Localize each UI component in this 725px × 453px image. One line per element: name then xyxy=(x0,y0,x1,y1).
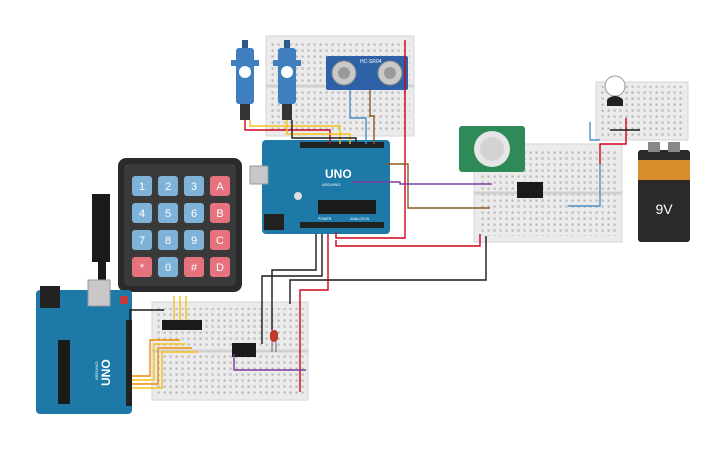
keypad-key[interactable] xyxy=(184,257,204,277)
wires xyxy=(129,40,640,392)
transistor[interactable] xyxy=(604,75,626,106)
keypad-key[interactable] xyxy=(158,257,178,277)
wire-servo2-signal xyxy=(286,120,351,144)
wire-right-ground xyxy=(289,236,487,304)
keypad-key[interactable] xyxy=(132,203,152,223)
wire-battery-blue xyxy=(589,122,600,141)
wire-key-4 xyxy=(132,351,198,389)
keypad-key[interactable] xyxy=(132,230,152,250)
wire-servo2-ground xyxy=(291,120,357,144)
wire-relay-blue xyxy=(568,164,601,207)
wire-pir-signal xyxy=(386,163,490,209)
relay-module-bottom[interactable] xyxy=(232,343,256,357)
keypad-key[interactable] xyxy=(184,176,204,196)
keypad-key-label: A xyxy=(216,181,224,193)
relay-module-right[interactable] xyxy=(517,182,543,198)
wire-bottom-purple xyxy=(233,354,306,371)
keypad-key-label: C xyxy=(216,235,224,247)
arduino-uno-bottom[interactable]: UNO ARDUINO xyxy=(36,279,132,414)
keypad[interactable]: 1 2 3 A 4 5 6 B 7 8 9 C * 0 # D xyxy=(92,158,242,292)
keypad-key[interactable] xyxy=(132,257,152,277)
servo-motor-2[interactable] xyxy=(273,40,301,120)
arduino-top-analog-label: ANALOG IN xyxy=(350,217,370,221)
arduino-top-label: UNO xyxy=(325,167,352,181)
keypad-key[interactable] xyxy=(184,230,204,250)
ic-chip-bottom[interactable] xyxy=(162,320,202,330)
servo-motor-1[interactable] xyxy=(231,40,259,120)
wire-key-3 xyxy=(132,347,192,385)
keypad-keys: 1 2 3 A 4 5 6 B 7 8 9 C * 0 # D xyxy=(132,176,230,277)
keypad-key[interactable] xyxy=(210,257,230,277)
ultrasonic-label: HC-SR04 xyxy=(360,59,382,65)
arduino-bottom-label: UNO xyxy=(99,359,113,386)
wire-pir-purple xyxy=(352,181,492,185)
keypad-key-label: 5 xyxy=(165,208,171,220)
keypad-key-label: # xyxy=(191,262,198,274)
wire-servo1-signal xyxy=(249,120,341,144)
keypad-key-label: B xyxy=(216,208,223,220)
wire-top-power xyxy=(335,40,406,239)
keypad-key-label: * xyxy=(140,262,145,274)
keypad-key[interactable] xyxy=(158,230,178,250)
wire-ultrasonic-trig xyxy=(349,90,367,144)
wire-led-ground xyxy=(271,234,317,330)
keypad-key-label: 7 xyxy=(139,235,145,247)
keypad-key-label: 2 xyxy=(165,181,171,193)
wire-right-power xyxy=(335,234,481,247)
keypad-key-label: 8 xyxy=(165,235,171,247)
arduino-top-sublabel: ARDUINO xyxy=(322,182,340,187)
keypad-key[interactable] xyxy=(158,203,178,223)
wire-bottom-red xyxy=(299,234,329,392)
keypad-key[interactable] xyxy=(210,203,230,223)
keypad-key-label: 1 xyxy=(139,181,145,193)
keypad-key[interactable] xyxy=(210,176,230,196)
arduino-top-power-label: POWER xyxy=(318,217,332,221)
arduino-uno-top[interactable]: UNO ARDUINO POWER ANALOG IN xyxy=(249,140,390,234)
keypad-key[interactable] xyxy=(210,230,230,250)
led-red[interactable] xyxy=(270,330,278,352)
wire-relay-ground xyxy=(261,234,323,344)
battery-9v[interactable]: 9V xyxy=(638,142,690,242)
keypad-key-label: 9 xyxy=(191,235,197,247)
wire-key-1 xyxy=(132,339,180,377)
battery-label: 9V xyxy=(655,201,673,217)
keypad-key[interactable] xyxy=(132,176,152,196)
arduino-bottom-sublabel: ARDUINO xyxy=(94,362,99,380)
wire-battery-red xyxy=(599,118,627,164)
wire-key-2 xyxy=(132,343,186,381)
wire-keypad-black xyxy=(129,309,164,340)
keypad-key-label: 4 xyxy=(139,208,145,220)
breadboard-bottom xyxy=(151,301,309,401)
pir-sensor[interactable] xyxy=(459,126,525,172)
keypad-key-label: 6 xyxy=(191,208,197,220)
keypad-key-label: D xyxy=(216,262,224,274)
keypad-key-label: 3 xyxy=(191,181,197,193)
keypad-key[interactable] xyxy=(184,203,204,223)
keypad-key[interactable] xyxy=(158,176,178,196)
keypad-key-label: 0 xyxy=(165,262,171,274)
wire-ultrasonic-echo xyxy=(369,90,375,144)
ultrasonic-sensor[interactable]: HC-SR04 xyxy=(326,56,408,90)
